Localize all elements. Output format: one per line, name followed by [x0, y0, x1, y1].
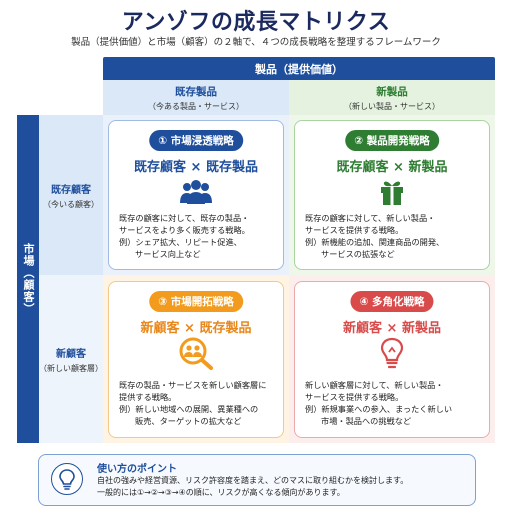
- product-axis-header: 製品（提供価値）: [103, 57, 495, 80]
- description-line: 既存の顧客に対して、既存の製品・: [119, 213, 250, 223]
- lightbulb-icon: [51, 463, 83, 495]
- quadrant-badge: ④ 多角化戦略: [350, 291, 434, 312]
- quadrant-combination: 新顧客 × 新製品: [343, 321, 441, 336]
- quadrant-description: 既存の製品・サービスを新しい顧客層に 提供する戦略。 例）新しい地域への展開、異…: [119, 379, 277, 427]
- quadrant-badge: ② 製品開発戦略: [345, 130, 439, 151]
- description-line: 既存の製品・サービスを新しい顧客層に: [119, 380, 267, 390]
- market-axis-header: 市場（顧客）: [17, 115, 39, 443]
- description-line: 提供する戦略。: [119, 392, 177, 402]
- example-line: 例）新機能の追加、関連商品の開発、: [305, 237, 445, 247]
- quadrant-market-penetration: ① 市場浸透戦略 既存顧客 × 既存製品 既存の顧客に対して、既存の製品・ サー…: [108, 120, 284, 270]
- description-line: サービスをより多く販売する戦略。: [119, 225, 250, 235]
- description-line: 新しい顧客層に対して、新しい製品・: [305, 380, 444, 390]
- column-header-new-product: 新製品 （新しい製品・サービス）: [289, 80, 495, 115]
- people-icon: [178, 177, 214, 207]
- tip-line: 自社の強みや経営資源、リスク許容度を踏まえ、どのマスに取り組むかを検討します。: [97, 476, 409, 485]
- quadrant-description: 既存の顧客に対して、既存の製品・ サービスをより多く販売する戦略。 例）シェア拡…: [119, 212, 277, 260]
- column-sublabel: （新しい製品・サービス）: [344, 101, 440, 111]
- example-continuation: サービス向上など: [135, 249, 201, 259]
- row-label: 既存顧客: [51, 184, 91, 196]
- tip-line: 一般的には①→②→③→④の順に、リスクが高くなる傾向があります。: [97, 488, 345, 497]
- example-continuation: 販売、ターゲットの拡大など: [135, 416, 242, 426]
- column-label: 既存製品: [175, 85, 217, 98]
- row-sublabel: （今いる顧客）: [43, 199, 99, 209]
- usage-tip-box: 使い方のポイント 自社の強みや経営資源、リスク許容度を踏まえ、どのマスに取り組む…: [38, 454, 476, 506]
- page-title: アンゾフの成長マトリクス: [121, 10, 391, 35]
- quadrant-combination: 既存顧客 × 新製品: [336, 160, 448, 175]
- example-line: 例）新しい地域への展開、異業種への: [119, 404, 259, 414]
- row-header-existing-customer: 既存顧客 （今いる顧客）: [39, 115, 103, 275]
- column-header-existing-product: 既存製品 （今ある製品・サービス）: [103, 80, 289, 115]
- column-sublabel: （今ある製品・サービス）: [148, 101, 244, 111]
- gift-icon: [374, 177, 410, 207]
- row-sublabel: （新しい顧客層）: [39, 363, 103, 373]
- example-continuation: サービスの拡張など: [321, 249, 395, 259]
- tip-title: 使い方のポイント: [97, 464, 177, 475]
- description-line: サービスを提供する戦略。: [305, 392, 404, 402]
- description-line: サービスを提供する戦略。: [305, 225, 404, 235]
- row-header-new-customer: 新顧客 （新しい顧客層）: [39, 275, 103, 443]
- quadrant-description: 新しい顧客層に対して、新しい製品・ サービスを提供する戦略。 例）新規事業への参…: [305, 379, 483, 427]
- tip-text: 自社の強みや経営資源、リスク許容度を踏まえ、どのマスに取り組むかを検討します。 …: [97, 475, 408, 499]
- quadrant-product-development: ② 製品開発戦略 既存顧客 × 新製品 既存の顧客に対して、新しい製品・ サービ…: [294, 120, 490, 270]
- quadrant-combination: 既存顧客 × 既存製品: [134, 160, 258, 175]
- page-subtitle: 製品（提供価値）と市場（顧客）の２軸で、４つの成長戦略を整理するフレームワーク: [71, 37, 441, 48]
- example-line: 例）新規事業への参入、まったく新しい: [305, 404, 453, 414]
- quadrant-badge: ① 市場浸透戦略: [149, 130, 243, 151]
- example-continuation: 市場・製品への挑戦など: [321, 416, 412, 426]
- column-label: 新製品: [376, 85, 408, 98]
- lightbulb-icon: [374, 337, 410, 369]
- quadrant-combination: 新顧客 × 既存製品: [140, 321, 252, 336]
- quadrant-description: 既存の顧客に対して、新しい製品・ サービスを提供する戦略。 例）新機能の追加、関…: [305, 212, 483, 260]
- search-people-icon: [178, 337, 214, 370]
- description-line: 既存の顧客に対して、新しい製品・: [305, 213, 436, 223]
- example-line: 例）シェア拡大、リピート促進、: [119, 237, 242, 247]
- quadrant-market-development: ③ 市場開拓戦略 新顧客 × 既存製品 既存の製品・サービスを新しい顧客層に 提…: [108, 281, 284, 438]
- quadrant-diversification: ④ 多角化戦略 新顧客 × 新製品 新しい顧客層に対して、新しい製品・ サービス…: [294, 281, 490, 438]
- quadrant-badge: ③ 市場開拓戦略: [149, 291, 243, 312]
- row-label: 新顧客: [56, 348, 86, 360]
